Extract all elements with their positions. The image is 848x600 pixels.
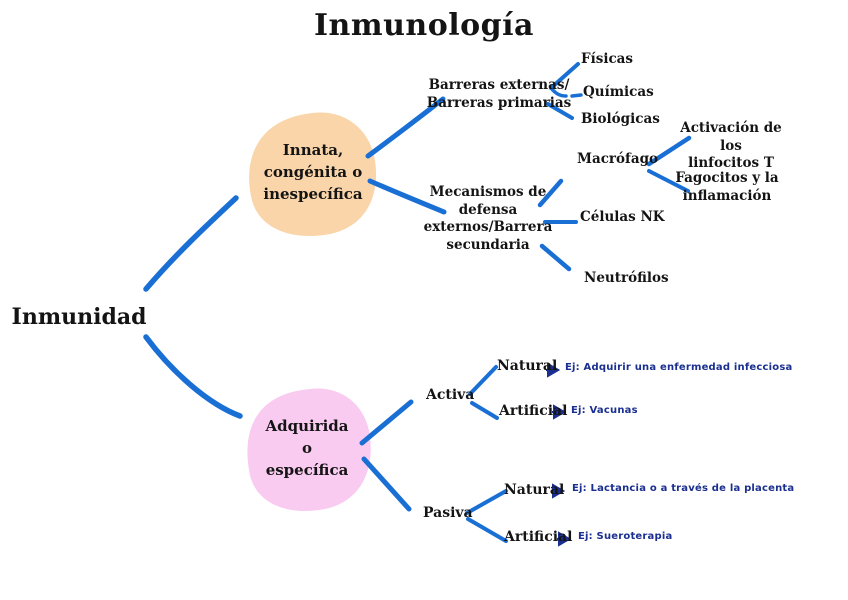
edge-barriers-biologicas [546, 102, 574, 120]
example-arrows [546, 362, 572, 547]
edge-acquired-activa [359, 399, 414, 446]
edge-mechanisms-macrophage [537, 178, 564, 208]
edge-pasiva-artificial [466, 517, 508, 543]
edge-barriers-quimicas-b [570, 93, 583, 98]
acquired-blob-shape [247, 388, 371, 511]
node-activa-artificial: Artificial [499, 403, 568, 419]
edge-macrophage-activation [646, 135, 692, 167]
node-activa: Activa [426, 387, 475, 403]
edge-innate-mechanisms [367, 178, 447, 215]
edge-barriers-fisicas [549, 62, 580, 90]
node-pasiva-artificial: Artificial [504, 529, 573, 545]
root-node-inmunidad: Inmunidad [11, 304, 147, 330]
node-innata: Innata, congénita o inespecífica [263, 141, 363, 203]
leaf-neutrofilos: Neutrófilos [584, 270, 669, 286]
edge-activa-natural [468, 365, 498, 396]
leaf-quimicas: Químicas [583, 84, 654, 100]
edge-innate-barriers [365, 96, 446, 159]
node-activa-natural: Natural [497, 358, 558, 374]
edge-root-acquired [143, 334, 243, 419]
edge-acquired-pasiva [361, 456, 412, 512]
diagram-title: Inmunología [314, 8, 534, 43]
node-pasiva: Pasiva [423, 505, 473, 521]
edge-mechanisms-neutrophils [539, 243, 572, 272]
node-adquirida: Adquirida o específica [265, 417, 349, 479]
node-macrofago: Macrófago [577, 151, 659, 167]
leaf-biologicas: Biológicas [581, 111, 660, 127]
example-enfermedad-infecciosa: Ej: Adquirir una enfermedad infecciosa [565, 362, 793, 373]
example-vacunas: Ej: Vacunas [571, 405, 638, 416]
node-mecanismos: Mecanismos de defensa externos/Barrera s… [423, 184, 553, 253]
leaf-activacion-linfocitos: Activación de los linfocitos T [680, 120, 782, 172]
edge-pasiva-natural [465, 489, 508, 515]
leaf-celulas-nk: Células NK [580, 209, 665, 225]
branch-lines [143, 62, 692, 543]
edge-barriers-quimicas-a [549, 86, 568, 98]
edge-activa-artificial [470, 401, 499, 420]
example-lactancia-placenta: Ej: Lactancia o a través de la placenta [572, 483, 795, 494]
innate-blob-shape [249, 112, 377, 237]
node-pasiva-natural: Natural [504, 482, 565, 498]
edge-macrophage-phagocytes [647, 169, 690, 193]
example-sueroterapia: Ej: Sueroterapia [578, 531, 673, 542]
leaf-fagocitos-inflamacion: Fagocitos y la inflamación [675, 170, 779, 204]
leaf-fisicas: Físicas [581, 51, 634, 67]
node-barreras: Barreras externas/ Barreras primarias [426, 77, 572, 111]
edge-root-innate [143, 195, 239, 292]
